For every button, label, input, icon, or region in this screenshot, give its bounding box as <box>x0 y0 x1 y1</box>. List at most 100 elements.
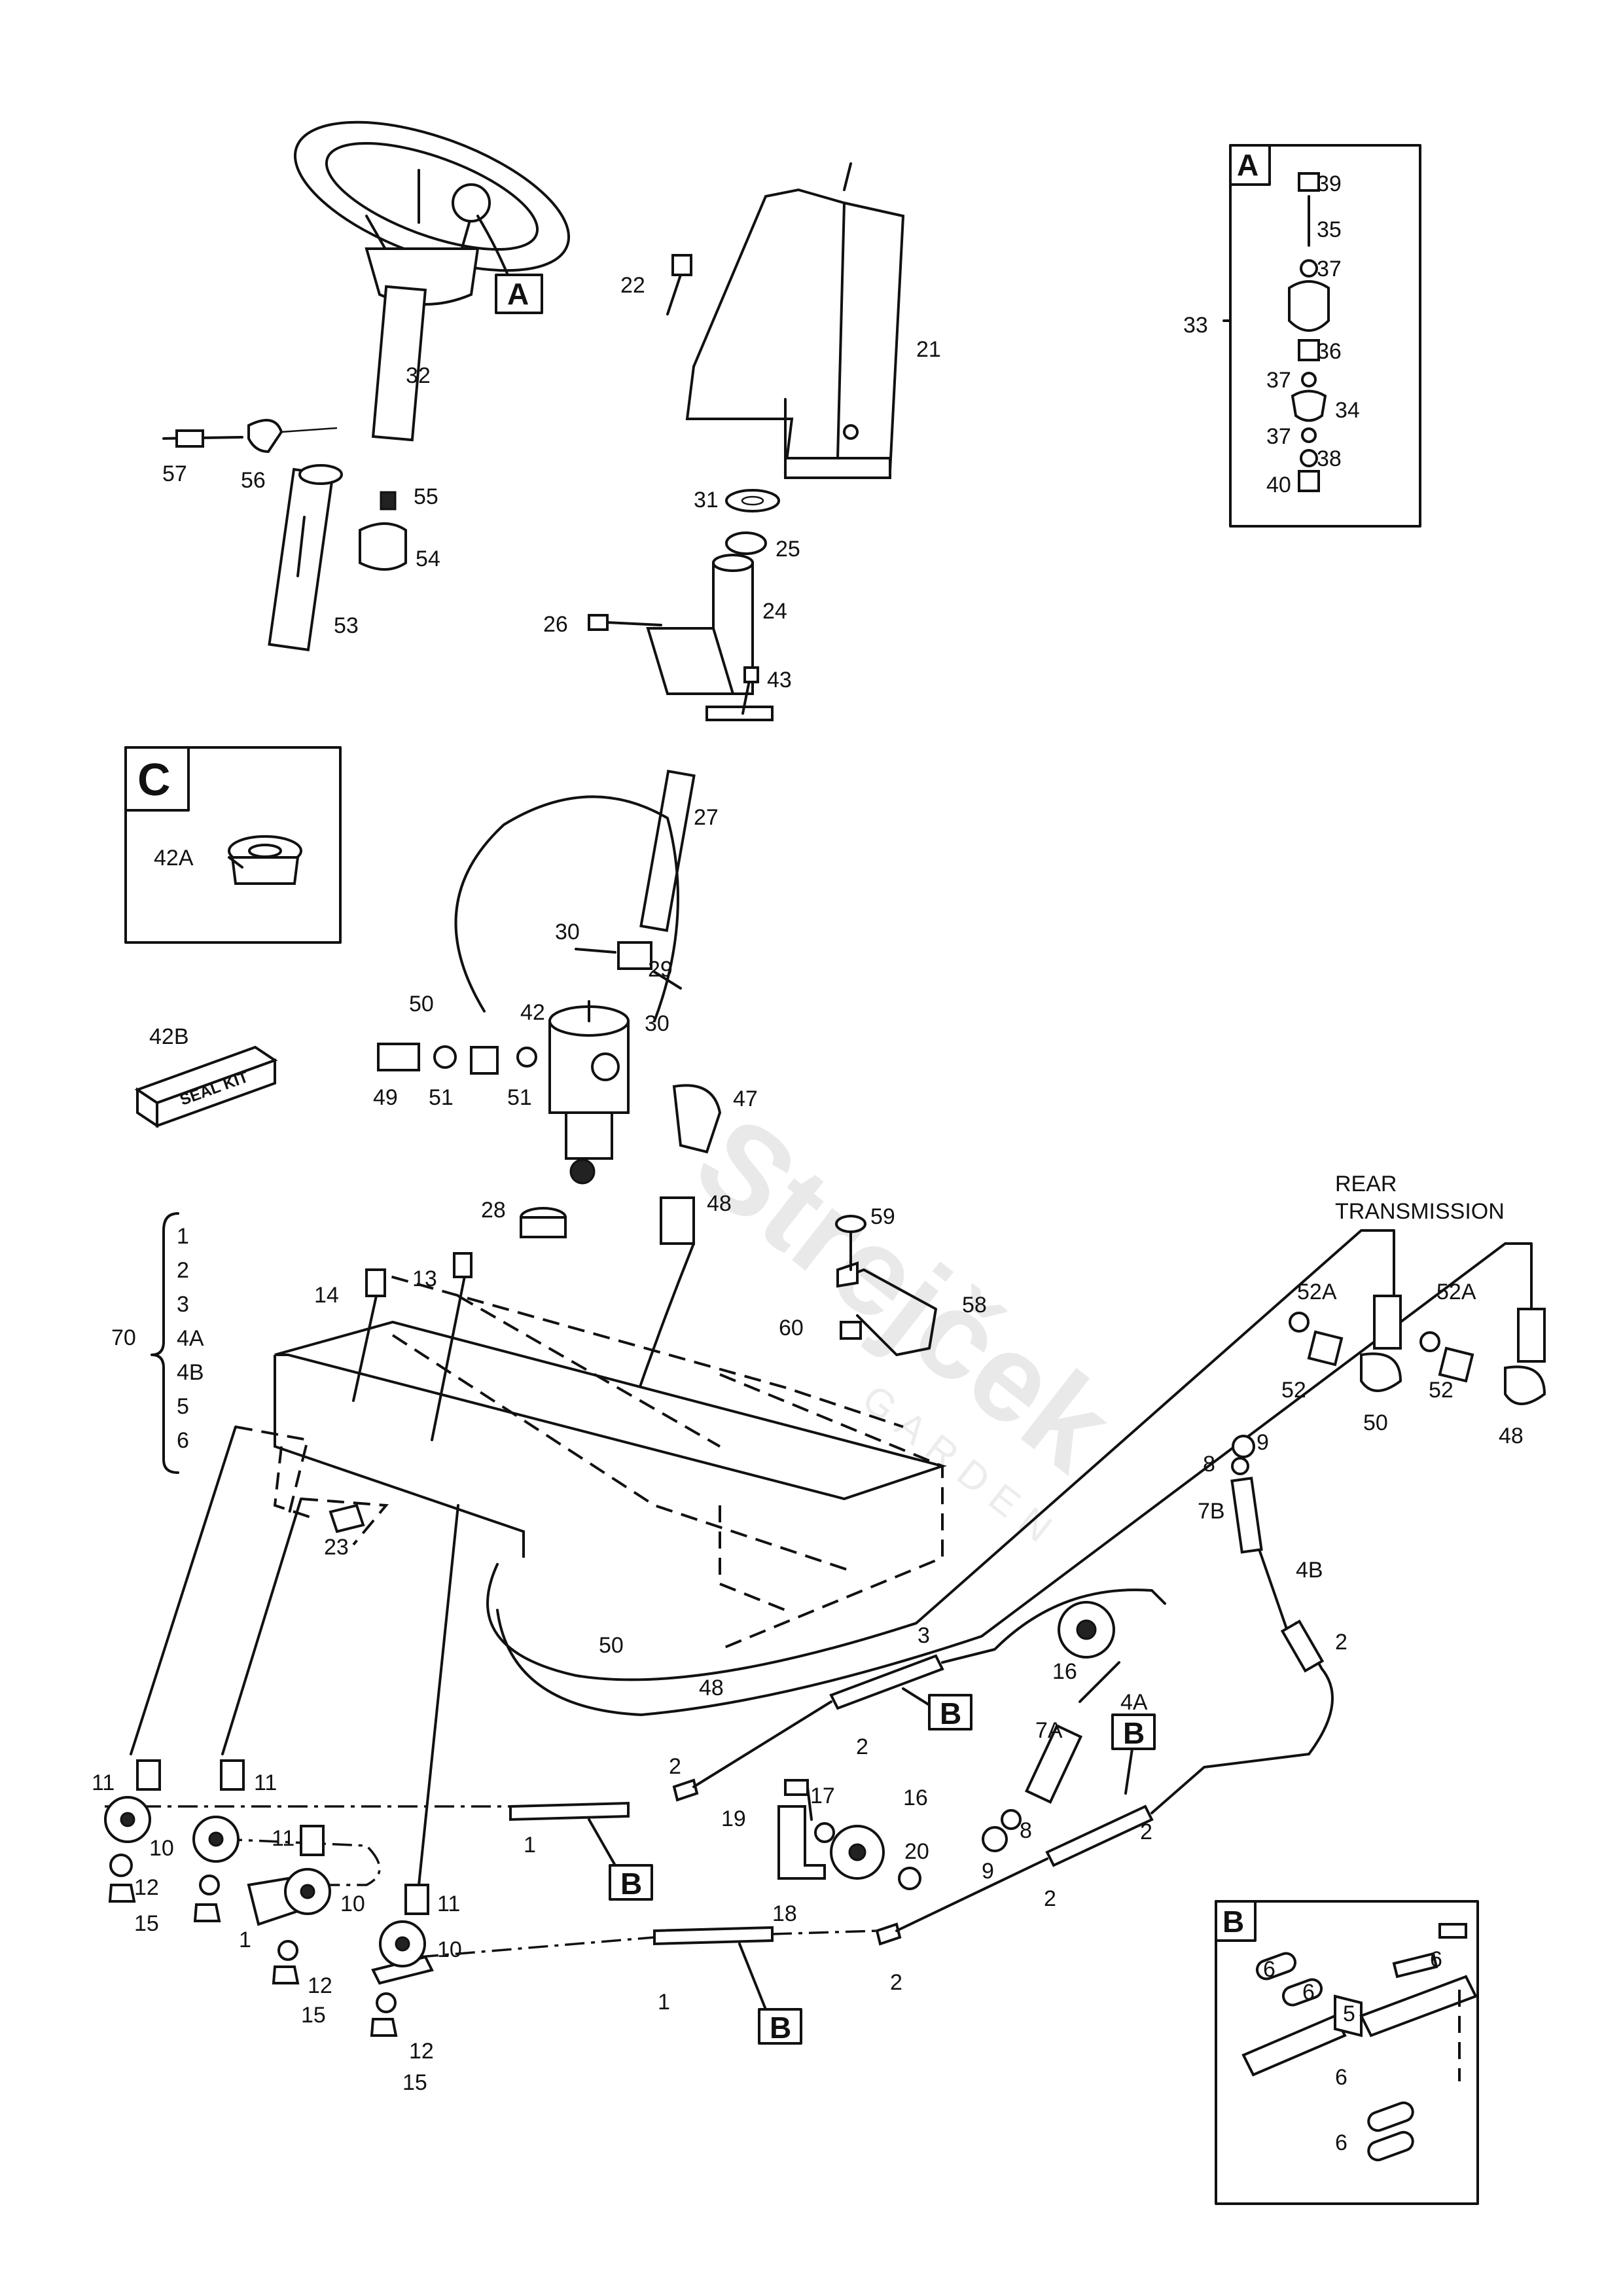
part-label: 15 <box>402 2070 427 2095</box>
part-label: 22 <box>620 273 645 298</box>
detail-box-c <box>124 746 342 944</box>
group-70-item: 3 <box>177 1292 189 1317</box>
tube-24 <box>646 554 774 721</box>
callout-box-b3: B <box>588 1818 653 1901</box>
part-label: 39 <box>1317 171 1342 196</box>
part-label: 2 <box>1335 1630 1347 1655</box>
part-label: 21 <box>916 337 941 362</box>
hoses-50-48-loop <box>486 1229 1533 1716</box>
bolt-43 <box>741 666 759 715</box>
part-label: 1 <box>658 1990 670 2015</box>
part-label: 10 <box>437 1937 462 1962</box>
part-label: 2 <box>890 1970 902 1995</box>
svg-text:B: B <box>770 2011 791 2045</box>
part-label: 14 <box>314 1283 339 1308</box>
part-label: 11 <box>254 1770 277 1795</box>
part-label: 48 <box>707 1191 732 1216</box>
part-label: 25 <box>776 537 800 562</box>
group-70-item: 4A <box>177 1326 204 1351</box>
fitting-49-51 <box>377 1043 537 1075</box>
svg-text:B: B <box>940 1696 961 1731</box>
part-label: 50 <box>1363 1410 1388 1435</box>
callout-box-a-top: A <box>495 274 543 314</box>
bolt-14 <box>352 1268 386 1402</box>
part-label: 52 <box>1281 1378 1306 1403</box>
washer-31 <box>725 489 780 512</box>
steering-valve-42 <box>548 1000 630 1185</box>
callout-box-b4: B <box>738 1943 802 2045</box>
svg-text:B: B <box>1123 1716 1145 1750</box>
part-label: 31 <box>694 488 719 512</box>
steering-wheel <box>293 120 571 306</box>
part-label: 7A <box>1035 1718 1063 1743</box>
elbow-47 <box>672 1084 722 1154</box>
group-70-item: 5 <box>177 1394 189 1419</box>
tube-53 <box>268 464 343 652</box>
part-label: 57 <box>162 461 187 486</box>
bolt-22 <box>666 254 692 315</box>
part-label: 8 <box>1203 1452 1215 1477</box>
part-label: 35 <box>1317 217 1342 242</box>
part-label: 12 <box>308 1973 332 1998</box>
part-label: 2 <box>1140 1820 1152 1844</box>
bolt-13 <box>431 1252 473 1441</box>
part-label: 52A <box>1297 1280 1337 1304</box>
callout-box-b2: B <box>1111 1713 1156 1795</box>
fitting-52-right <box>1419 1331 1474 1383</box>
part-label: 15 <box>301 2003 326 2028</box>
bushing-28 <box>520 1207 567 1238</box>
part-label: 16 <box>903 1785 928 1810</box>
part-label: 16 <box>1052 1659 1077 1684</box>
part-label: 26 <box>543 612 568 637</box>
part-label: 59 <box>870 1204 895 1229</box>
group-70-brace <box>151 1212 179 1474</box>
part-label: 48 <box>1499 1424 1524 1448</box>
part-label: 2 <box>1044 1886 1056 1911</box>
part-label: 4B <box>1296 1558 1323 1583</box>
part-label: 42B <box>149 1024 189 1049</box>
part-label: 50 <box>599 1633 624 1658</box>
sprocket-16-top <box>1058 1601 1115 1659</box>
group-70-item: 6 <box>177 1428 189 1453</box>
part-label: 1 <box>524 1833 536 1857</box>
detail-box-a <box>1222 144 1421 528</box>
part-label: 6 <box>1430 1947 1442 1972</box>
spring-7a <box>1024 1661 1120 1804</box>
chain-segments <box>247 1654 1154 1985</box>
part-label: 11 <box>272 1826 294 1851</box>
part-label: 37 <box>1266 368 1291 393</box>
part-label: 2 <box>669 1754 681 1779</box>
nut-23 <box>329 1503 365 1534</box>
part-label: 38 <box>1317 446 1342 471</box>
part-label: 6 <box>1263 1957 1275 1982</box>
part-label: 10 <box>340 1892 365 1916</box>
part-label: 6 <box>1335 2130 1347 2155</box>
part-label: 13 <box>412 1266 437 1291</box>
group-70-item: 2 <box>177 1258 189 1283</box>
part-label: 54 <box>416 547 440 571</box>
part-label: 20 <box>904 1839 929 1864</box>
part-label: 47 <box>733 1086 758 1111</box>
part-label: 48 <box>699 1676 724 1700</box>
part-number-labels: 32 57 56 55 54 53 22 21 31 25 24 26 43 2… <box>92 171 1524 2155</box>
tension-spring-7b-rod-4b <box>1230 1435 1291 1638</box>
svg-text:B: B <box>620 1867 642 1901</box>
part-label: 51 <box>507 1085 532 1110</box>
part-label: 56 <box>241 468 266 493</box>
group-70-item: 1 <box>177 1224 189 1249</box>
part-label: 55 <box>414 484 438 509</box>
part-label: 49 <box>373 1085 398 1110</box>
svg-text:A: A <box>507 277 529 311</box>
part-label: 8 <box>1020 1818 1032 1843</box>
detail-a-letter: A <box>1237 148 1258 182</box>
part-label: 2 <box>856 1734 868 1759</box>
dash-bracket-21 <box>685 162 905 479</box>
part-label: 30 <box>645 1011 669 1036</box>
part-label: 18 <box>772 1901 797 1926</box>
nuts-8-9 <box>982 1809 1022 1852</box>
rear-transmission-line2: TRANSMISSION <box>1335 1199 1505 1224</box>
part-label: 24 <box>762 599 787 624</box>
part-label: 15 <box>134 1911 159 1936</box>
bolt-26 <box>588 614 662 631</box>
